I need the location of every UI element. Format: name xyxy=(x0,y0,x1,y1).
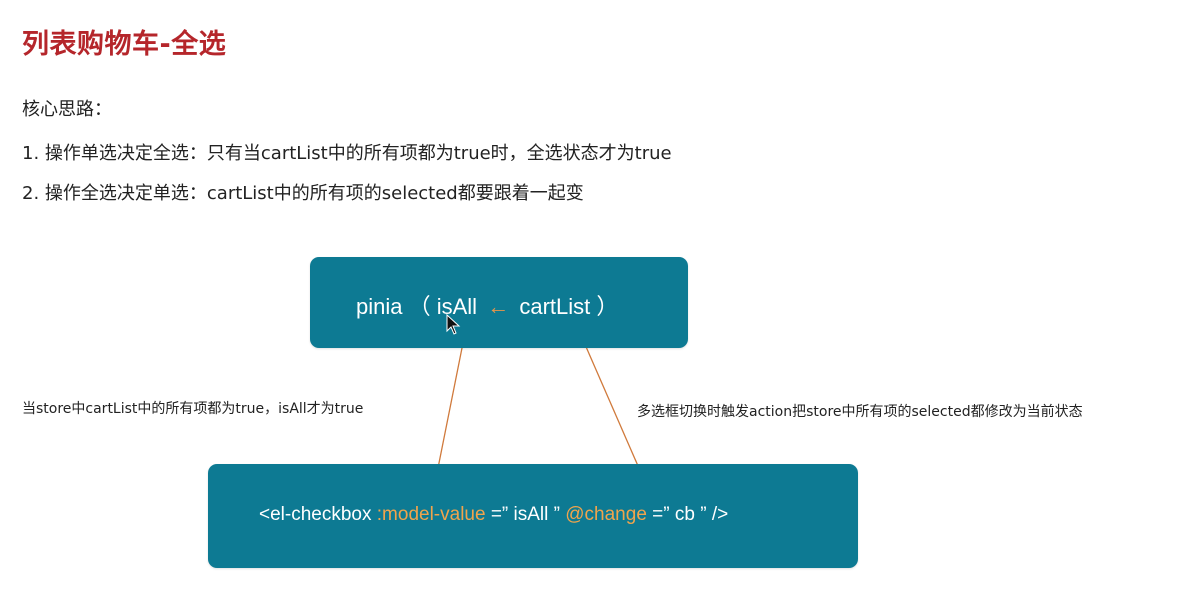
model-value-eq: =” isAll ” xyxy=(490,504,566,525)
left-arrow-icon: ← xyxy=(487,294,510,319)
change-eq: =” cb ” /> xyxy=(652,504,729,525)
model-value-attr: :model-value xyxy=(376,504,486,525)
section-heading: 核心思路： xyxy=(22,99,112,120)
change-attr: @change xyxy=(565,504,647,525)
checkbox-tag: <el-checkbox xyxy=(259,504,377,525)
checkbox-box: <el-checkbox :model-value =” isAll ” @ch… xyxy=(208,464,858,568)
pinia-prefix: pinia （ xyxy=(356,294,431,319)
cart-list-label: cartList xyxy=(519,294,591,319)
checkbox-code: <el-checkbox :model-value =” isAll ” @ch… xyxy=(259,504,728,526)
page-title: 列表购物车-全选 xyxy=(22,29,227,60)
note-left: 当store中cartList中的所有项都为true，isAll才为true xyxy=(22,401,364,417)
point-1: 1. 操作单选决定全选：只有当cartList中的所有项都为true时，全选状态… xyxy=(22,143,672,164)
note-right: 多选框切换时触发action把store中所有项的selected都修改为当前状… xyxy=(637,404,1083,420)
is-all-label: isAll xyxy=(436,294,478,319)
pinia-box: pinia （ isAll ← cartList ） xyxy=(310,257,688,348)
mouse-cursor-icon xyxy=(446,314,461,335)
point-2: 2. 操作全选决定单选：cartList中的所有项的selected都要跟着一起… xyxy=(22,183,584,204)
pinia-suffix: ） xyxy=(596,294,619,319)
pinia-expression: pinia （ isAll ← cartList ） xyxy=(356,289,618,321)
